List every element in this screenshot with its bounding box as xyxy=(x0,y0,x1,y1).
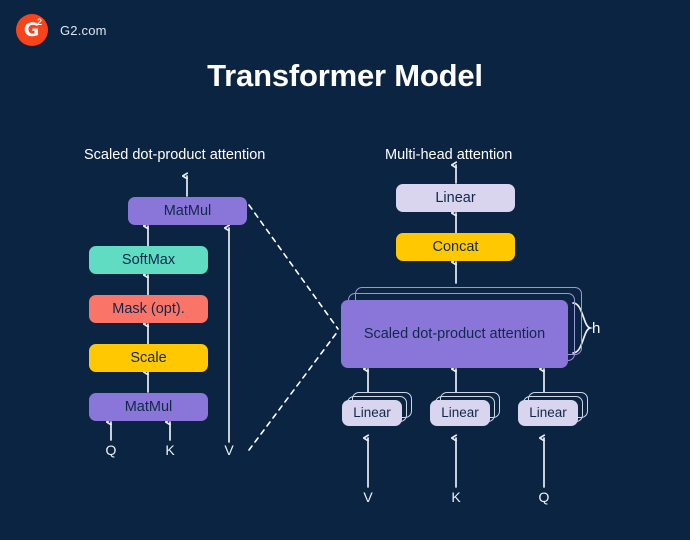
node-scale[interactable]: Scale xyxy=(89,344,208,372)
node-matmul-bottom[interactable]: MatMul xyxy=(89,393,208,421)
node-linear-top[interactable]: Linear xyxy=(396,184,515,212)
page-title: Transformer Model xyxy=(207,58,483,93)
node-scaled-dot-product-attention[interactable]: Scaled dot-product attention xyxy=(341,300,568,368)
left-diagram-caption: Scaled dot-product attention xyxy=(84,147,266,163)
g2-logo-icon: G 2 xyxy=(16,14,48,46)
g2-logo-superscript: 2 xyxy=(36,17,42,27)
heads-count-label: h xyxy=(592,320,601,337)
input-label-k-right: K xyxy=(451,489,461,505)
input-label-k-left: K xyxy=(165,442,175,458)
brand-name: G2.com xyxy=(60,22,107,38)
input-label-v-right: V xyxy=(363,489,373,505)
input-label-q-right: Q xyxy=(538,489,550,505)
g2-logo-letter: G xyxy=(23,19,40,41)
node-linear-k[interactable]: Linear xyxy=(430,400,490,426)
node-mask[interactable]: Mask (opt). xyxy=(89,295,208,323)
input-label-q-left: Q xyxy=(105,442,117,458)
input-label-v-left: V xyxy=(224,442,234,458)
right-diagram-caption: Multi-head attention xyxy=(385,147,513,163)
brand-logo-group: G 2 G2.com xyxy=(16,14,107,46)
node-softmax[interactable]: SoftMax xyxy=(89,246,208,274)
node-linear-v[interactable]: Linear xyxy=(342,400,402,426)
node-concat[interactable]: Concat xyxy=(396,233,515,261)
node-linear-q[interactable]: Linear xyxy=(518,400,578,426)
node-matmul-top[interactable]: MatMul xyxy=(128,197,247,225)
